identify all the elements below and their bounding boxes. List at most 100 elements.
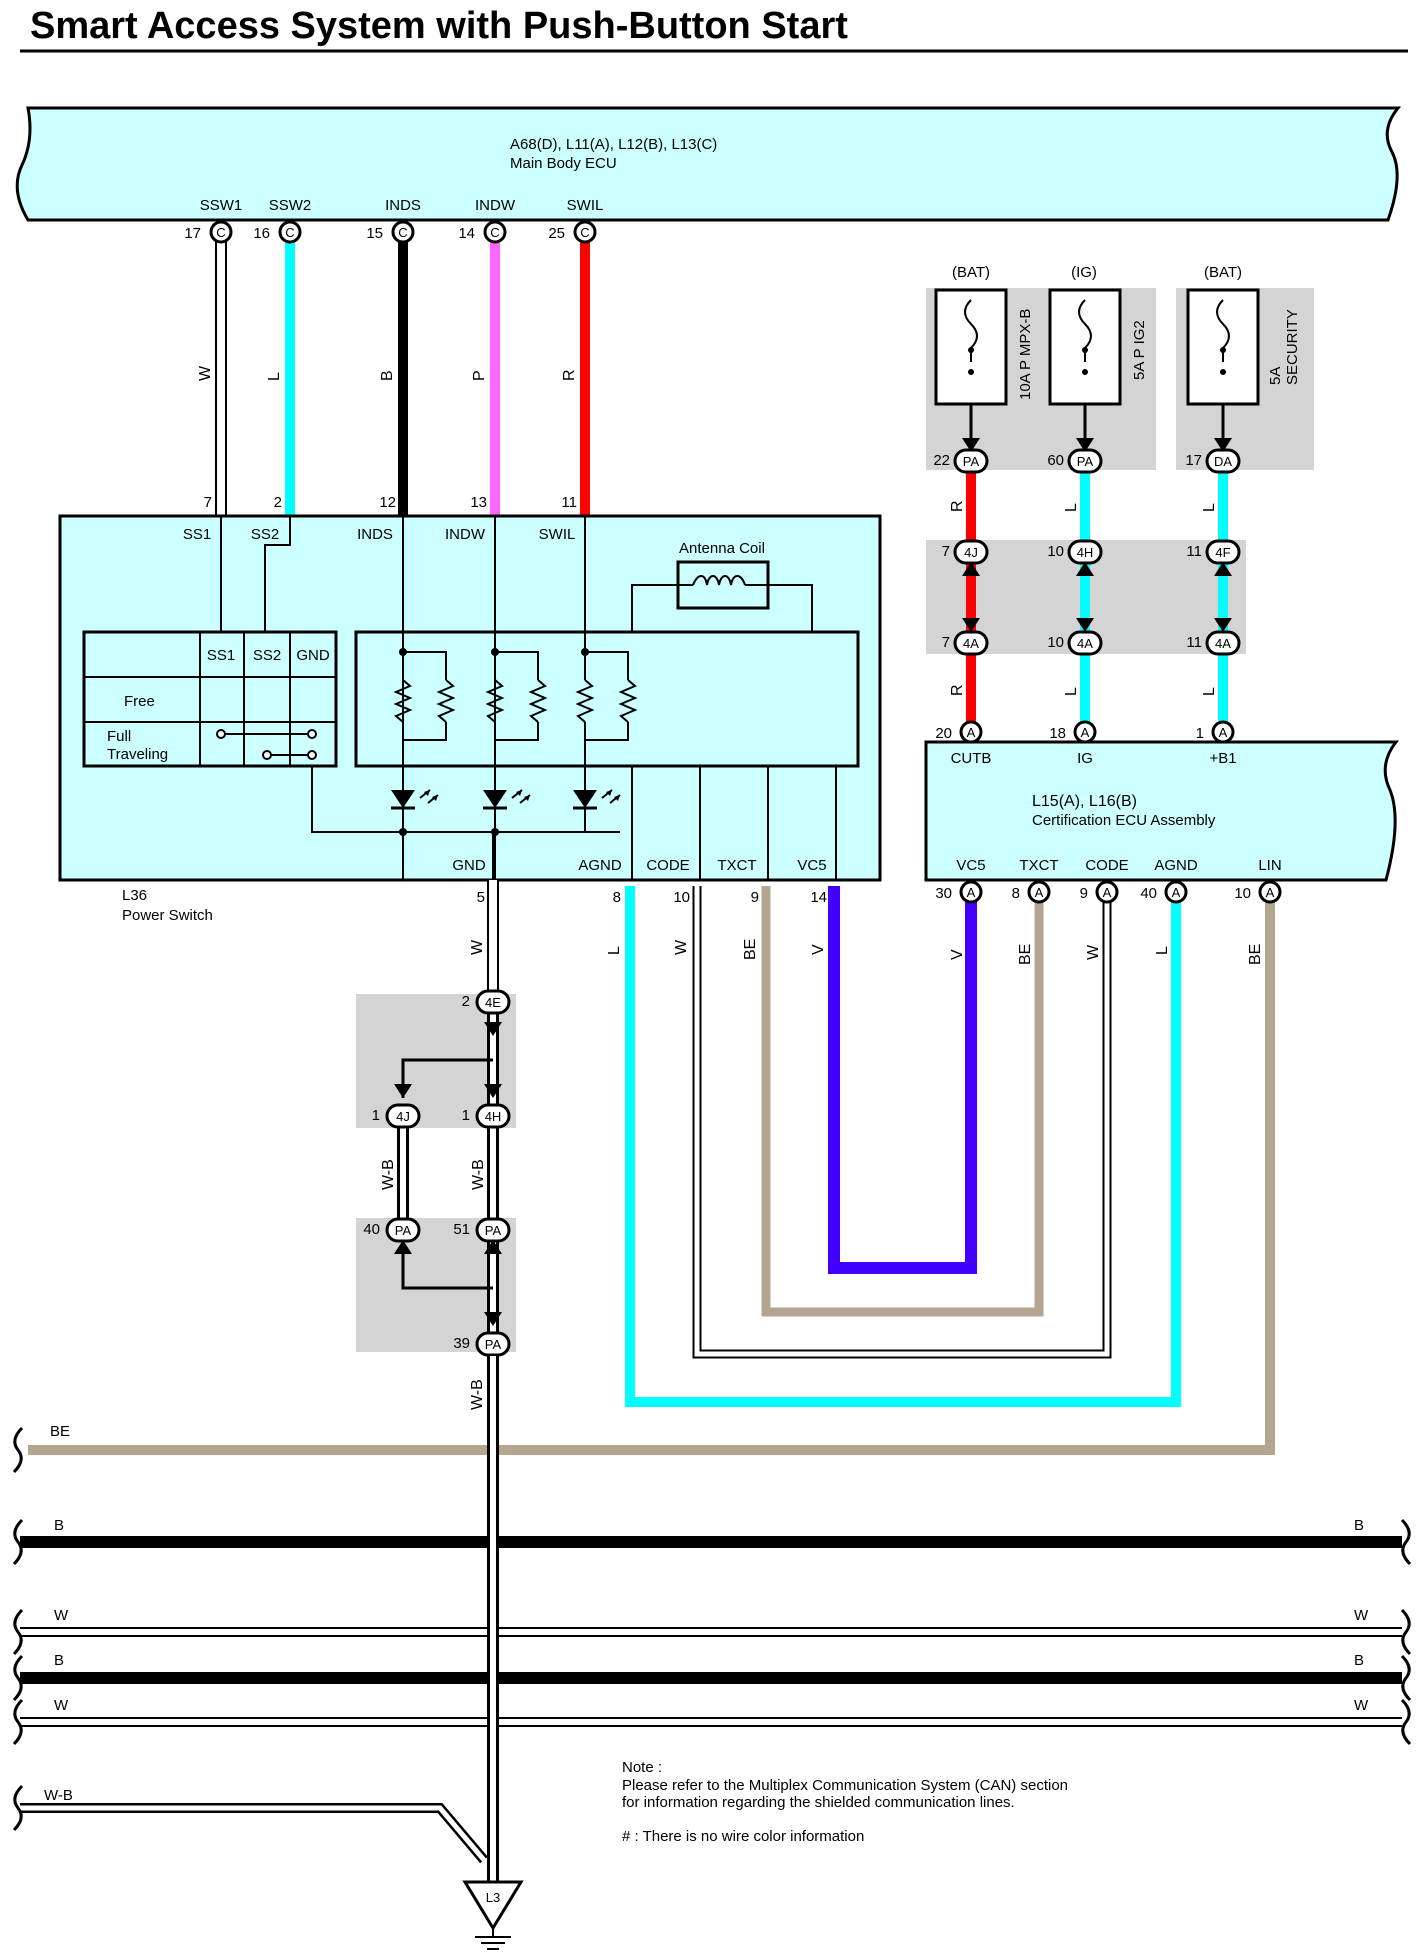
pin-number: 40: [363, 1221, 380, 1238]
fuse-source: (IG): [1071, 264, 1097, 281]
bus-break: [1400, 1518, 1412, 1566]
table-dot: [262, 750, 272, 760]
coil-symbol: [692, 575, 746, 586]
arrow-icon: [1076, 618, 1094, 632]
main-body-ecu-box: [15, 106, 1402, 222]
connector-marker: [475, 989, 511, 1015]
connector-marker: [278, 220, 302, 244]
indicator-circuit-box: [354, 630, 860, 768]
connector-marker: [209, 220, 233, 244]
pin-number: 11: [1186, 634, 1202, 651]
fuse-source: (BAT): [952, 264, 990, 281]
note-line: Please refer to the Multiplex Communicat…: [622, 1777, 1068, 1794]
antenna-coil-label: Antenna Coil: [679, 540, 765, 557]
wire-code: [694, 886, 1110, 1357]
connector-marker: [1211, 720, 1235, 744]
arrow-icon: [484, 1022, 502, 1036]
pin-number: 2: [462, 993, 470, 1010]
terminal-label: CUTB: [951, 750, 992, 767]
wire-color-label: R: [949, 684, 966, 696]
pin-number: 7: [942, 634, 950, 651]
terminal-label: VC5: [797, 857, 826, 874]
connector-marker: [1027, 880, 1051, 904]
connector-code: PA: [963, 454, 980, 469]
terminal-label: IG: [1077, 750, 1093, 767]
connector-marker: [959, 720, 983, 744]
power-switch-code: L36: [122, 887, 147, 904]
bus-label: W: [1354, 1607, 1369, 1624]
bus-label: B: [1354, 1652, 1364, 1669]
terminal-label: GND: [452, 857, 486, 874]
pin-number: 14: [458, 225, 475, 242]
connector-code: 4H: [485, 1109, 502, 1124]
wire-color-label: R: [949, 500, 966, 512]
terminal-label: INDS: [385, 197, 421, 214]
connector-code: A: [967, 885, 976, 900]
terminal-label: VC5: [956, 857, 985, 874]
pin-number: 11: [1186, 543, 1202, 560]
pin-number: 2: [274, 494, 282, 511]
ground-triangle: [462, 1880, 524, 1931]
terminal-label: AGND: [1154, 857, 1198, 874]
wire-lin: [28, 886, 1275, 1455]
wire-color-label: L: [1063, 503, 1080, 512]
connector-code: 4H: [1077, 545, 1094, 560]
wire-vc5: [828, 886, 977, 1274]
certification-ecu-box: [924, 740, 1400, 882]
pin-number: 15: [366, 225, 383, 242]
pin-number: 8: [1012, 885, 1020, 902]
certification-ecu-name: Certification ECU Assembly: [1032, 812, 1216, 829]
connector-marker: [1073, 720, 1097, 744]
wire-color-label: W-B: [380, 1159, 397, 1190]
note-heading: Note :: [622, 1759, 662, 1776]
terminal-label: SWIL: [539, 526, 576, 543]
pin-number: 10: [1234, 885, 1251, 902]
wire-color-label: L: [606, 946, 623, 955]
connector-code: C: [398, 225, 407, 240]
connector-marker: [1164, 880, 1188, 904]
pin-number: 9: [1080, 885, 1088, 902]
fuse-icon: [964, 299, 978, 362]
wire-color-label: R: [561, 369, 578, 381]
note-line: for information regarding the shielded c…: [622, 1794, 1015, 1811]
internal-line: [264, 516, 291, 632]
connector-code: 4A: [1077, 636, 1093, 651]
pin-number: 22: [933, 452, 950, 469]
table-dot: [307, 750, 317, 760]
connector-code: DA: [1214, 454, 1232, 469]
pin-number: 16: [253, 225, 270, 242]
wire-color-label: W: [197, 365, 214, 381]
connector-code: 4J: [396, 1109, 410, 1124]
connector-marker: [953, 448, 989, 474]
arrow-icon: [1214, 618, 1232, 632]
wire-color-label: V: [949, 949, 966, 960]
notes: Note : Please refer to the Multiplex Com…: [622, 1759, 1068, 1845]
wire-color-label: L: [1201, 687, 1218, 696]
pin-number: 11: [561, 494, 577, 511]
connector-code: PA: [485, 1337, 502, 1352]
certification-ecu-codes: L15(A), L16(B): [1032, 793, 1137, 810]
ground-point: L3: [462, 1880, 524, 1950]
wire-color-label: W: [469, 939, 486, 955]
wire-color-label: L: [1201, 503, 1218, 512]
pin-number: 9: [751, 889, 759, 906]
connector-code: A: [1035, 885, 1044, 900]
wire-color-label: W: [673, 939, 690, 955]
wire-color-label: P: [471, 370, 488, 381]
power-switch-box: [58, 514, 882, 882]
connector-code: A: [1266, 885, 1275, 900]
terminal-label: SS1: [183, 526, 211, 543]
bus-break: [12, 1784, 24, 1832]
ground-point-code: L3: [486, 1890, 500, 1905]
arrow-icon: [484, 1312, 502, 1326]
connector-marker: [959, 880, 983, 904]
connector-code: PA: [395, 1223, 412, 1238]
arrow-icon: [962, 438, 980, 452]
main-ecu-terminals: SSW1 SSW2 INDS INDW SWIL 17 C 16 C 15 C …: [184, 197, 603, 244]
connector-code: 4E: [485, 995, 501, 1010]
arrow-icon: [484, 1240, 502, 1254]
terminal-label: AGND: [578, 857, 622, 874]
pin-number: 8: [613, 889, 621, 906]
arrow-icon: [1214, 438, 1232, 452]
